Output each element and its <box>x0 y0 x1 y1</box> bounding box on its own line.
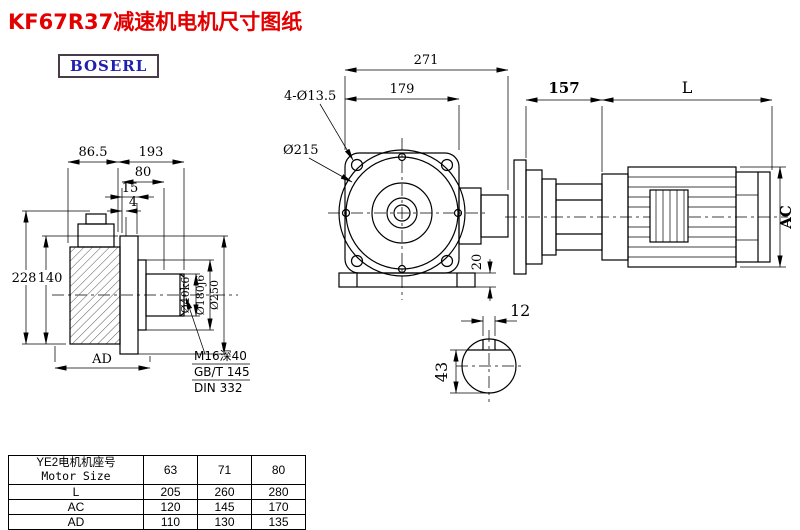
dim-AD: AD <box>91 352 112 367</box>
motor-size-table: YE2电机机座号 Motor Size 63 71 80 L 205 260 2… <box>8 454 306 530</box>
output-shaft-view <box>52 213 238 355</box>
dim-193: 193 <box>139 145 164 160</box>
dim-motor-length-L: L <box>682 78 693 97</box>
shaft-dia-label: Ø40k6 <box>179 277 192 314</box>
row-label-AC: AC <box>8 499 144 516</box>
dim-80: 80 <box>135 165 152 180</box>
dim-140: 140 <box>38 271 63 286</box>
table-row-AD: AD 110 130 135 <box>8 514 306 530</box>
shaft-section-dimensions: 12 43 <box>432 301 530 394</box>
dim-15: 15 <box>122 181 139 196</box>
cell-L-80: 280 <box>251 484 306 501</box>
dim-179: 179 <box>390 82 415 97</box>
front-view-dimensions: 271 179 4-Ø13.5 Ø215 20 <box>283 53 509 301</box>
table-header-motor-size: YE2电机机座号 Motor Size <box>8 454 144 486</box>
table-size-71: 71 <box>197 454 252 486</box>
bolt-holes-label: 4-Ø13.5 <box>284 89 336 104</box>
table-row-L: L 205 260 280 <box>8 484 306 501</box>
table-row-AC: AC 120 145 170 <box>8 499 306 516</box>
dim-86-5: 86.5 <box>79 145 108 160</box>
motor-midsection <box>655 190 685 242</box>
brand-logo: BOSERL <box>58 54 160 78</box>
table-header-cn: YE2电机机座号 <box>36 457 116 469</box>
dim-key-width-12: 12 <box>510 301 530 320</box>
dim-motor-height-AC: AC <box>777 205 795 230</box>
flange-dia-250-label: Ø250 <box>208 280 221 310</box>
table-row-header: YE2电机机座号 Motor Size 63 71 80 <box>8 454 306 486</box>
page-title: KF67R37减速机电机尺寸图纸 <box>8 10 303 34</box>
front-view <box>328 138 509 300</box>
dim-157: 157 <box>548 79 579 97</box>
cell-AC-80: 170 <box>251 499 306 516</box>
side-view <box>505 159 788 275</box>
table-header-en: Motor Size <box>41 469 111 484</box>
cell-AC-63: 120 <box>143 499 198 516</box>
row-label-L: L <box>8 484 144 501</box>
table-size-80: 80 <box>251 454 306 486</box>
cell-AC-71: 145 <box>197 499 252 516</box>
output-view-dimensions: 86.5 193 80 15 4 228 140 <box>11 145 250 395</box>
row-label-AD: AD <box>8 514 144 530</box>
cell-L-63: 205 <box>143 484 198 501</box>
spigot-dia-label: Ø180j6 <box>194 275 207 315</box>
table-size-63: 63 <box>143 454 198 486</box>
shaft-section-view <box>456 330 522 402</box>
cell-AD-80: 135 <box>251 514 306 530</box>
thread-note-line3: DIN 332 <box>194 381 242 395</box>
flange-dia-label: Ø215 <box>283 143 318 158</box>
cell-AD-71: 130 <box>197 514 252 530</box>
cell-AD-63: 110 <box>143 514 198 530</box>
dim-foot-20: 20 <box>470 254 485 271</box>
side-view-dimensions: 157 L AC <box>525 78 795 268</box>
dim-228: 228 <box>12 271 37 286</box>
cell-L-71: 260 <box>197 484 252 501</box>
thread-note-line1: M16深40 <box>194 349 247 363</box>
dim-4: 4 <box>129 195 137 210</box>
dim-shaft-height-43: 43 <box>432 362 451 382</box>
thread-note-line2: GB/T 145 <box>194 365 250 379</box>
dim-271: 271 <box>414 53 439 68</box>
